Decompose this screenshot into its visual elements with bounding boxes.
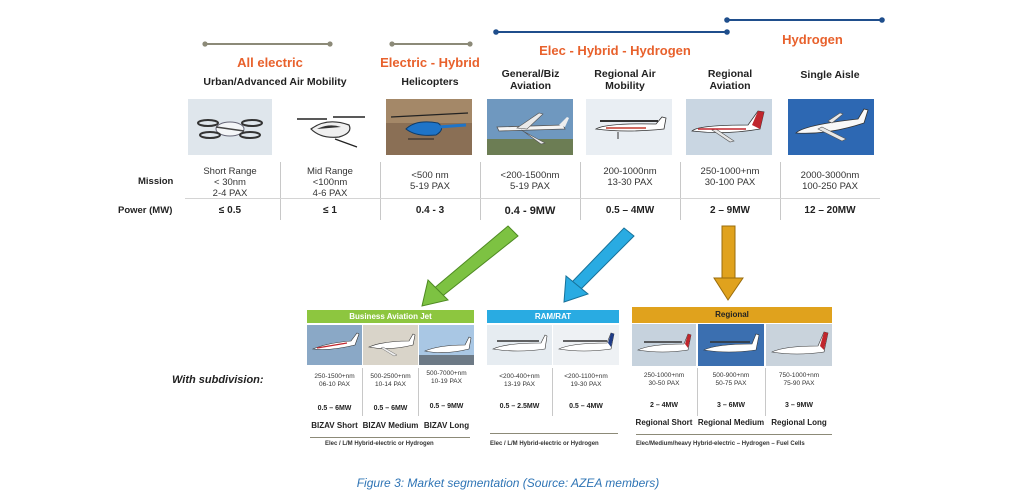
sub-separator (552, 368, 553, 416)
small-turboprop-image (586, 99, 672, 155)
bizav-long-power: 0.5 – 9MW (429, 403, 464, 410)
helicopter-image (386, 99, 472, 155)
regional-short-name: Regional Short (635, 418, 693, 427)
timeline-lines (202, 17, 885, 47)
biz-prop-image (487, 99, 573, 155)
segment-name-regional-aviation: Regional Aviation (707, 68, 753, 92)
column-separator (480, 162, 481, 220)
ram-long-image (553, 325, 619, 365)
bizav-medium-power: 0.5 – 6MW (373, 405, 408, 412)
segment-name-single-aisle: Single Aisle (800, 69, 860, 81)
bizav-medium-image (363, 325, 418, 365)
column-separator (780, 162, 781, 220)
bizav-long-image (419, 325, 474, 365)
regional-short-image (632, 324, 696, 366)
column-separator (580, 162, 581, 220)
regional-long-power: 3 – 9MW (784, 402, 813, 409)
evtol-multi-image (287, 99, 371, 155)
bizav-medium-name: BIZAV Medium (362, 421, 419, 430)
power-cell: 12 – 20MW (804, 205, 856, 216)
single-aisle-image (788, 99, 874, 155)
figure-caption: Figure 3: Market segmentation (Source: A… (356, 476, 660, 490)
column-separator (680, 162, 681, 220)
category-electric-hybrid: Electric - Hybrid (380, 55, 480, 70)
power-cell: 0.5 – 4MW (605, 205, 655, 216)
row-label-power: Power (MW) (118, 205, 173, 216)
category-all-electric: All electric (237, 55, 303, 70)
row-label-subdivision: With subdivision: (172, 374, 264, 386)
orange-arrow (713, 225, 744, 301)
regional-jet-image (686, 99, 772, 155)
power-cell: 0.4 - 9MW (504, 205, 556, 217)
ram-long-power: 0.5 – 4MW (569, 403, 603, 410)
regional-medium-name: Regional Medium (697, 418, 765, 427)
segment-name-helicopters: Helicopters (401, 76, 459, 88)
power-cell: 0.4 - 3 (415, 205, 445, 216)
bizav-long-name: BIZAV Long (423, 421, 470, 430)
column-separator (280, 162, 281, 220)
row-separator (185, 198, 880, 199)
ram-footer-line (490, 433, 618, 434)
bizav-footer: Elec / L/M Hybrid-electric or Hydrogen (325, 441, 434, 447)
ram-rat-header: RAM/RAT (487, 310, 619, 323)
bizav-short-power: 0.5 – 6MW (317, 405, 352, 412)
power-cell: 2 – 9MW (709, 205, 750, 216)
segment-name-general-biz: General/Biz Aviation (501, 68, 560, 92)
regional-footer-line (636, 434, 832, 435)
bizav-short-name: BIZAV Short (311, 421, 358, 430)
regional-medium-image (698, 324, 764, 366)
green-arrow (421, 225, 519, 307)
category-elec-hybrid-hydrogen: Elec - Hybrid - Hydrogen (539, 43, 691, 58)
power-cell: ≤ 1 (323, 205, 337, 216)
sub-separator (765, 368, 766, 416)
bizav-short-image (307, 325, 362, 365)
row-label-mission: Mission (138, 176, 174, 187)
segment-name-uam: Urban/Advanced Air Mobility (203, 76, 347, 88)
regional-header: Regional (632, 307, 832, 323)
regional-footer: Elec/Medium/heavy Hybrid-electric – Hydr… (636, 441, 805, 447)
evtol-quad-image (188, 99, 272, 155)
sub-separator (697, 368, 698, 416)
sub-separator (362, 368, 363, 416)
regional-long-image (766, 324, 832, 366)
ram-footer: Elec / L/M Hybrid-electric or Hydrogen (490, 441, 599, 447)
regional-long-name: Regional Long (771, 418, 827, 427)
arrows (421, 225, 744, 307)
ram-short-image (487, 325, 552, 365)
blue-arrow (563, 227, 635, 303)
business-aviation-header: Business Aviation Jet (307, 310, 474, 323)
bizav-footer-line (310, 437, 470, 438)
ram-short-power: 0.5 – 2.5MW (499, 403, 540, 410)
column-separator (380, 162, 381, 220)
segment-name-regional-air-mobility: Regional Air Mobility (594, 68, 656, 92)
regional-short-power: 2 – 4MW (649, 402, 678, 409)
power-cell: ≤ 0.5 (218, 205, 242, 216)
sub-separator (418, 368, 419, 416)
category-hydrogen: Hydrogen (782, 32, 843, 47)
regional-medium-power: 3 – 6MW (716, 402, 745, 409)
